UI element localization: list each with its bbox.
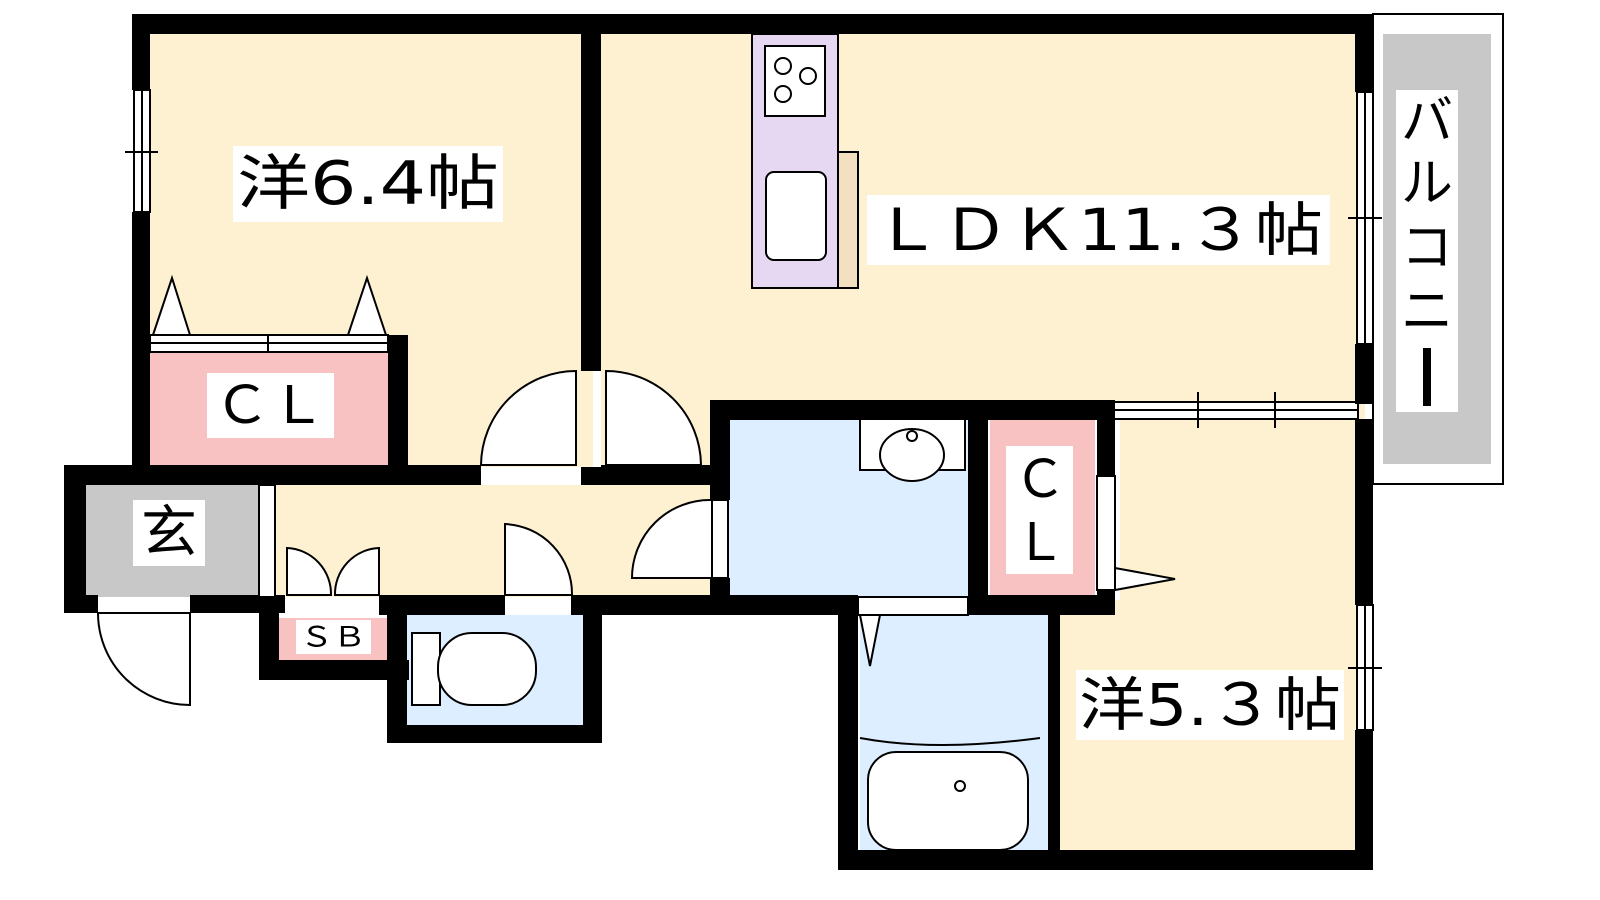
label-bg-shoe-box (296, 620, 371, 654)
closet-label-2-bottom: Ｌ (1014, 513, 1066, 573)
closet-label-1: ＣＬ (214, 376, 326, 436)
drain-icon (954, 780, 966, 792)
doors (96, 274, 1176, 707)
balcony-label-char: ル (1401, 154, 1453, 214)
window-room-2-east (1348, 604, 1382, 731)
toilet-tank-icon (411, 632, 441, 706)
door-shoe-box-right (333, 546, 380, 596)
label-bg-entrance (133, 500, 205, 566)
door-closet-1-right (346, 274, 388, 336)
door-room-1 (479, 369, 577, 466)
balcony-label-long-vowel (1423, 348, 1431, 406)
door-washroom (630, 498, 713, 579)
door-room-2 (1114, 566, 1176, 592)
shoe-box-label: ＳＢ (300, 621, 366, 654)
door-ldk (605, 369, 703, 466)
balcony-label-char-hidden: ー (1427, 379, 1428, 381)
door-toilet (504, 522, 574, 596)
stove (764, 45, 826, 117)
balcony-label-char: ニ (1401, 282, 1453, 342)
balcony-label-char: コ (1401, 218, 1453, 278)
fridge-space (837, 151, 859, 289)
sink-icon (765, 171, 827, 261)
label-bg-closet-1 (207, 373, 334, 438)
balcony-label-char: バ (1401, 92, 1453, 152)
label-bg-ldk (867, 195, 1330, 265)
room-label-western-2: 洋5.３帖 (1079, 671, 1341, 739)
basin-bowl-icon (879, 428, 945, 482)
bathtub-rim (859, 737, 1041, 746)
burner-icon (774, 85, 792, 103)
door-front (96, 612, 191, 707)
room-label-ldk: ＬＤＫ11.３帖 (873, 196, 1323, 264)
door-closet-1-left (151, 274, 192, 336)
door-shoe-box-left (286, 546, 333, 596)
walls (64, 14, 1373, 870)
entrance-label: 玄 (141, 501, 197, 566)
faucet-icon (906, 430, 918, 442)
door-bathroom (858, 614, 882, 667)
burner-icon (799, 67, 817, 85)
label-bg-room-1 (233, 146, 503, 222)
toilet-bowl-icon (437, 632, 537, 706)
label-bg-closet-2 (1006, 446, 1073, 574)
bathtub-icon (867, 751, 1029, 851)
burner-icon (774, 57, 792, 75)
label-bg-room-2 (1076, 670, 1344, 740)
closet-label-2-top: Ｃ (1014, 450, 1066, 510)
western-room-2-floor (1120, 419, 1365, 859)
room-label-western-1: 洋6.4帖 (237, 149, 499, 219)
